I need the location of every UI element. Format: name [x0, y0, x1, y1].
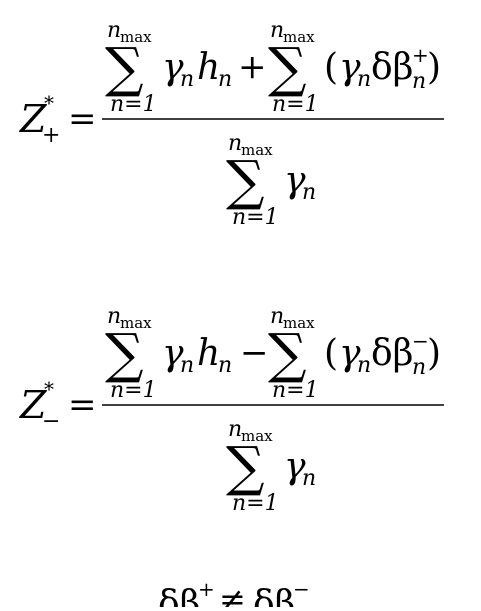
- sum-upper-n: n: [228, 417, 242, 442]
- delta-beta-superscript: −: [412, 329, 429, 353]
- gamma: γ: [339, 333, 361, 374]
- sum-2: n max ∑ n=1: [268, 18, 319, 117]
- summation-symbol: ∑: [105, 36, 144, 99]
- sum-upper-max: max: [120, 314, 152, 332]
- not-equal-sign: ≠: [219, 580, 246, 607]
- sum-upper-n: n: [107, 18, 121, 43]
- equation-z-plus: Z * + = n max ∑ n=1 γ n h n + n: [19, 18, 444, 230]
- delta-beta-subscript: n: [412, 355, 426, 380]
- equation-z-minus: Z * − = n max ∑ n=1 γ n h n − n max ∑: [19, 304, 444, 516]
- delta-beta-right-superscript: −: [293, 577, 310, 601]
- lhs-base: Z: [19, 97, 47, 141]
- sum-upper-max: max: [120, 28, 152, 46]
- term-paren-gamma-delta-beta: ( γ n δβ − n ): [324, 329, 441, 380]
- sum-lower-limit: n=1: [110, 92, 157, 117]
- lhs-superscript: *: [44, 377, 54, 401]
- delta-beta-right: δβ: [253, 584, 296, 607]
- lhs-z-minus: Z * − =: [19, 377, 97, 434]
- lhs-subscript: +: [42, 123, 60, 148]
- summation-symbol: ∑: [268, 322, 307, 385]
- gamma-subscript: n: [180, 353, 194, 378]
- close-paren: ): [427, 47, 441, 88]
- gamma-subscript: n: [357, 353, 371, 378]
- denominator: n max ∑ n=1 γ n: [226, 417, 316, 516]
- delta-beta-left: δβ: [158, 584, 201, 607]
- numerator: n max ∑ n=1 γ n h n + n max ∑ n=1 (: [105, 18, 441, 117]
- summation-symbol: ∑: [226, 149, 265, 212]
- inequality: δβ + ≠ δβ −: [158, 577, 310, 611]
- term-gamma-h: γ n h n: [162, 333, 232, 378]
- sum-upper-max: max: [241, 141, 273, 159]
- gamma-subscript: n: [302, 180, 316, 205]
- gamma: γ: [162, 47, 184, 88]
- open-paren: (: [324, 333, 338, 374]
- plus-operator: +: [238, 47, 267, 87]
- sum-lower-limit: n=1: [232, 205, 279, 230]
- gamma: γ: [339, 47, 361, 88]
- sum-lower-limit: n=1: [232, 491, 279, 516]
- close-paren: ): [427, 333, 441, 374]
- sum-1: n max ∑ n=1: [105, 18, 157, 117]
- sum-lower-limit: n=1: [272, 378, 319, 403]
- summation-symbol: ∑: [105, 322, 144, 385]
- minus-operator: −: [240, 333, 269, 373]
- h-subscript: n: [218, 353, 232, 378]
- term-paren-gamma-delta-beta: ( γ n δβ + n ): [324, 43, 441, 94]
- gamma: γ: [284, 446, 306, 487]
- gamma: γ: [284, 160, 306, 201]
- sum-lower-limit: n=1: [110, 378, 157, 403]
- h-variable: h: [197, 47, 220, 88]
- delta-beta-superscript: +: [412, 43, 429, 67]
- h-variable: h: [197, 333, 220, 374]
- sum-2: n max ∑ n=1: [268, 304, 319, 403]
- numerator: n max ∑ n=1 γ n h n − n max ∑ n=1 ( γ n: [105, 304, 441, 403]
- gamma-subscript: n: [302, 466, 316, 491]
- equals-sign: =: [68, 99, 97, 139]
- sum-upper-max: max: [283, 28, 315, 46]
- lhs-subscript: −: [42, 409, 60, 434]
- lhs-superscript: *: [44, 91, 54, 115]
- gamma: γ: [162, 333, 184, 374]
- lhs-base: Z: [19, 383, 47, 427]
- gamma-subscript: n: [180, 67, 194, 92]
- sum-upper-max: max: [283, 314, 315, 332]
- sum-upper-n: n: [270, 304, 284, 329]
- delta-beta-subscript: n: [412, 69, 426, 94]
- lhs-z-plus: Z * + =: [19, 91, 97, 148]
- gamma-subscript: n: [357, 67, 371, 92]
- h-subscript: n: [218, 67, 232, 92]
- summation-symbol: ∑: [226, 435, 265, 498]
- sum-upper-max: max: [241, 427, 273, 445]
- sum-upper-n: n: [228, 131, 242, 156]
- sum-upper-n: n: [270, 18, 284, 43]
- sum-1: n max ∑ n=1: [105, 304, 157, 403]
- delta-beta: δβ: [371, 333, 414, 374]
- equals-sign: =: [68, 385, 97, 425]
- term-gamma-h: γ n h n: [162, 47, 232, 92]
- summation-symbol: ∑: [268, 36, 307, 99]
- denominator: n max ∑ n=1 γ n: [226, 131, 316, 230]
- open-paren: (: [324, 47, 338, 88]
- sum-lower-limit: n=1: [272, 92, 319, 117]
- delta-beta: δβ: [371, 47, 414, 88]
- delta-beta-left-superscript: +: [198, 577, 215, 601]
- sum-upper-n: n: [107, 304, 121, 329]
